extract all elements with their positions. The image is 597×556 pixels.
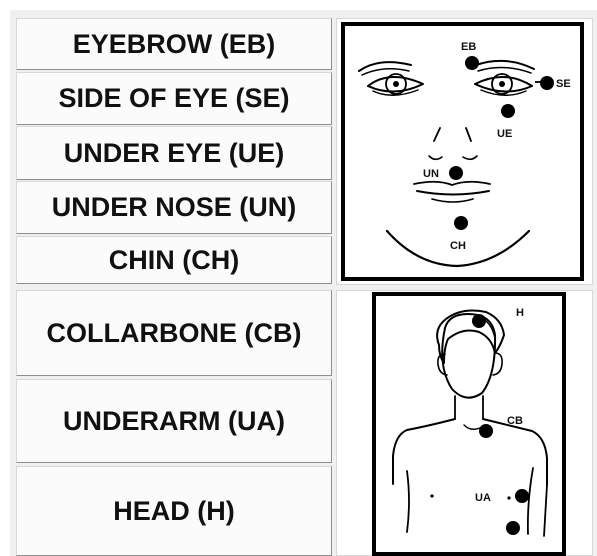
label-chin-text: CHIN (CH) xyxy=(109,247,239,274)
marker-un-dot xyxy=(449,166,463,180)
marker-h-label: H xyxy=(516,307,524,319)
left-armpit xyxy=(407,471,409,532)
marker-ue-label: UE xyxy=(497,128,512,140)
marker-eb-dot xyxy=(465,56,479,70)
label-side-of-eye: SIDE OF EYE (SE) xyxy=(16,72,332,125)
mouth-line xyxy=(417,191,489,195)
body-diagram: H CB UA xyxy=(372,292,566,556)
label-under-nose-text: UNDER NOSE (UN) xyxy=(52,194,297,221)
label-head: HEAD (H) xyxy=(16,466,332,556)
upper-body-illustration: H CB UA xyxy=(376,296,562,552)
face-illustration: EB SE UE UN CH xyxy=(345,26,580,277)
left-brow-lower xyxy=(362,69,409,75)
marker-un-label: UN xyxy=(423,168,439,180)
label-collarbone: COLLARBONE (CB) xyxy=(16,290,332,376)
right-arm-outline xyxy=(544,485,547,536)
marker-ue-dot xyxy=(501,104,515,118)
nose-bridge-right xyxy=(466,128,471,141)
label-eyebrow: EYEBROW (EB) xyxy=(16,18,332,70)
marker-h-dot xyxy=(472,314,486,328)
lower-lip xyxy=(432,199,473,202)
label-under-eye-text: UNDER EYE (UE) xyxy=(64,140,285,167)
nose-bridge-left xyxy=(434,128,440,141)
right-pupil xyxy=(499,81,505,87)
label-collarbone-text: COLLARBONE (CB) xyxy=(47,320,302,347)
marker-lower-ua-dot xyxy=(506,521,520,535)
label-eyebrow-text: EYEBROW (EB) xyxy=(73,31,276,58)
face-diagram: EB SE UE UN CH xyxy=(341,22,584,281)
label-underarm: UNDERARM (UA) xyxy=(16,379,332,463)
label-under-nose: UNDER NOSE (UN) xyxy=(16,181,332,234)
marker-cb-dot xyxy=(479,424,493,438)
marker-ua-dot xyxy=(515,489,529,503)
label-chin: CHIN (CH) xyxy=(16,236,332,284)
marker-se-label: SE xyxy=(556,78,571,90)
right-brow-lower xyxy=(478,67,531,73)
upper-lip xyxy=(414,182,490,185)
left-nostril xyxy=(429,156,442,159)
marker-cb-label: CB xyxy=(507,415,523,427)
left-shoulder xyxy=(393,419,455,484)
head-outline xyxy=(442,314,495,398)
label-under-eye: UNDER EYE (UE) xyxy=(16,126,332,180)
marker-se-dot xyxy=(540,76,554,90)
label-underarm-text: UNDERARM (UA) xyxy=(63,408,285,435)
left-nipple-mark xyxy=(430,494,433,497)
right-armpit xyxy=(528,468,533,534)
label-head-text: HEAD (H) xyxy=(113,498,235,525)
right-nipple-mark xyxy=(507,496,510,499)
marker-ch-dot xyxy=(454,216,468,230)
left-pupil xyxy=(393,81,399,87)
marker-eb-label: EB xyxy=(461,41,476,53)
label-side-of-eye-text: SIDE OF EYE (SE) xyxy=(58,85,289,112)
right-nostril xyxy=(463,156,477,159)
marker-ua-label: UA xyxy=(475,492,491,504)
marker-ch-label: CH xyxy=(450,240,466,252)
